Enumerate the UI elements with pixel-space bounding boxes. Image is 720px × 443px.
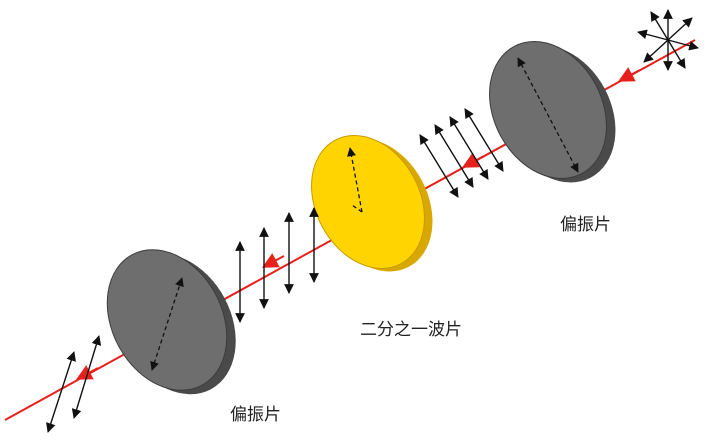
half-wave-plate-axis (347, 147, 363, 213)
output-polarized-light (46, 335, 102, 433)
beam-direction-arrow-center (261, 253, 285, 268)
polarizer-left (106, 249, 236, 395)
beam-direction-arrow-left (75, 365, 99, 380)
polarizer-right-axis (517, 57, 579, 173)
polarizer-right-label: 偏振片 (560, 215, 611, 235)
half-wave-plate-label: 二分之一波片 (360, 320, 462, 340)
polarizer-left-label: 偏振片 (230, 405, 281, 425)
polarizer-left-axis (150, 277, 184, 371)
beam-direction-arrow-right (617, 67, 641, 82)
half-wave-plate (311, 135, 433, 272)
unpolarized-light-symbol (637, 9, 699, 71)
polarized-light-after-wave-plate (235, 207, 319, 323)
polarized-light-after-right-polarizer (419, 108, 504, 198)
polarizer-right (489, 41, 616, 183)
